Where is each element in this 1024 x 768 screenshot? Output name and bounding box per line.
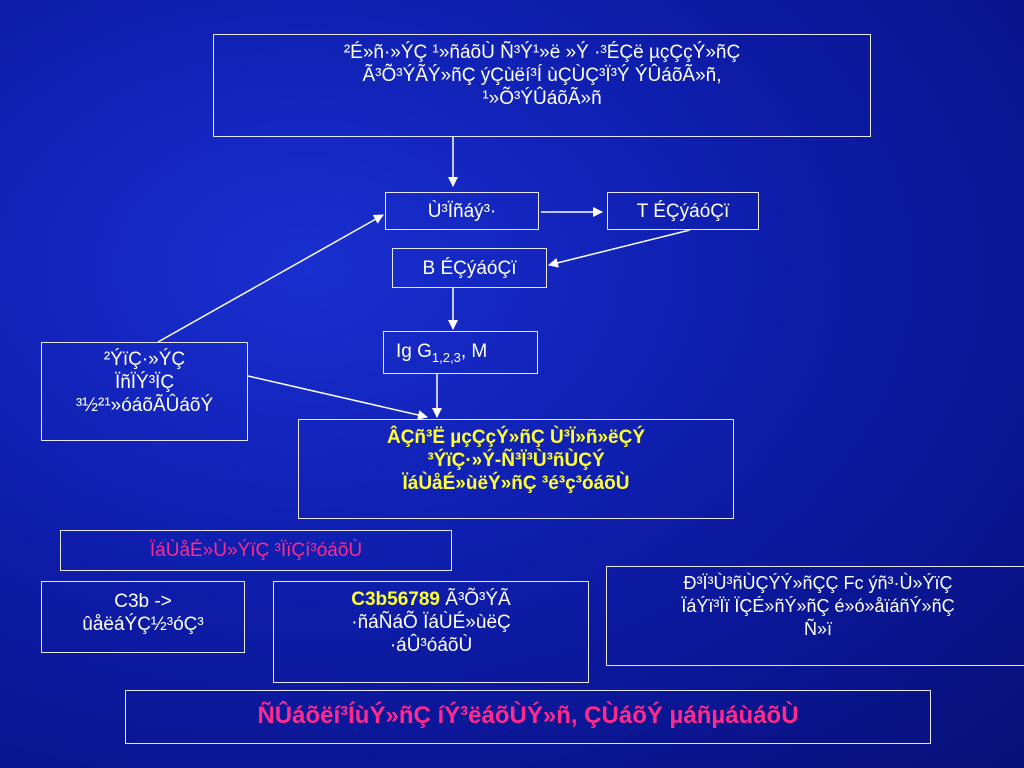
top-line-3: ¹»Õ³ÝÛáõÃ»ñ [482,88,602,109]
ig-prefix: Ig G [396,341,432,362]
fc-line-2: ÏáÝï³Ïï ÏÇÉ»ñÝ»ñÇ é»ó»åïáñÝ»ñÇ [681,596,955,616]
complex-line-2: ³ÝïÇ·»Ý-Ñ³Ï³Ù³ñÙÇÝ [427,450,605,471]
t-lymphocyte-label: T ÉÇýáóÇï [636,201,730,222]
b-lymphocyte-box: B ÉÇýáóÇï [392,248,547,288]
tissue-damage-label: ÑÛáõëí³ÍùÝ»ñÇ íÝ³ëáõÙÝ»ñ, ÇÙáõÝ µáñµáùáõ… [257,702,799,729]
fc-receptor-box: Ð³Ï³Ù³ñÙÇÝÝ»ñÇÇ Fc ýñ³·Ù»ÝïÇ ÏáÝï³Ïï ÏÇÉ… [606,566,1024,666]
complement-activation-label: ÏáÙåÉ»Ù»ÝïÇ ³ÏïÇí³óáõÙ [149,540,363,561]
macrophage-box: Ù³Ïñáý³· [385,192,539,230]
c3b56789-box: C3b56789 Ã³Õ³ÝÃ ·ñáÑáÕ ÏáÙÉ»ùëÇ ·áÛ³óáõÙ [273,581,589,683]
antigen-line-3: ³½²¹»óáõÃÛáõÝ [75,395,214,416]
tissue-damage-box: ÑÛáõëí³ÍùÝ»ñÇ íÝ³ëáõÙÝ»ñ, ÇÙáõÝ µáñµáùáõ… [125,690,931,744]
top-line-2: Ã³Õ³ÝÃÝ»ñÇ ýÇùëí³Í ùÇÙÇ³Ï³Ý ÝÛáõÃ»ñ, [362,65,722,86]
arrow-t-cell-to-b-cell [548,229,691,268]
c3b-opsonization-box: C3b -> ûåëáÝÇ½³óÇ³ [41,581,245,653]
fc-line-1: Ð³Ï³Ù³ñÙÇÝÝ»ñÇÇ Fc ýñ³·Ù»ÝïÇ [683,573,953,593]
antigen-line-2: ÏñÏÝ³ÏÇ [114,372,175,393]
arrow-antigen-to-center [157,214,384,343]
c3b56789-line-1-rest: Ã³Õ³ÝÃ [440,589,511,610]
complex-line-1: ÂÇñ³Ë µçÇçÝ»ñÇ Ù³Ï»ñ»ëÇÝ [386,427,645,448]
ig-subscript: 1,2,3 [431,349,461,365]
antigen-line-1: ²ÝïÇ·»ÝÇ [103,349,186,370]
arrow-antigen-to-complex [247,375,428,420]
t-lymphocyte-box: T ÉÇýáóÇï [607,192,759,230]
immune-complex-box: ÂÇñ³Ë µçÇçÝ»ñÇ Ù³Ï»ñ»ëÇÝ ³ÝïÇ·»Ý-Ñ³Ï³Ù³ñ… [298,419,734,519]
top-line-1: ²É»ñ·»ÝÇ ¹»ñáõÙ Ñ³Ý¹»ë »Ý ·³ÉÇë µçÇçÝ»ñÇ [343,42,741,63]
c3b-line-2: ûåëáÝÇ½³óÇ³ [82,614,204,635]
complex-line-3: ÏáÙåÉ»ùëÝ»ñÇ ³é³ç³óáõÙ [402,473,630,494]
antigen-box: ²ÝïÇ·»ÝÇ ÏñÏÝ³ÏÇ ³½²¹»óáõÃÛáõÝ [41,342,248,441]
c3b56789-highlight: C3b56789 [351,589,440,610]
immunoglobulin-box: Ig G1,2,3, M [383,331,538,374]
macrophage-label: Ù³Ïñáý³· [427,201,497,222]
complement-activation-box: ÏáÙåÉ»Ù»ÝïÇ ³ÏïÇí³óáõÙ [60,530,452,571]
c3b56789-line-3: ·áÛ³óáõÙ [389,635,473,656]
c3b56789-line-2: ·ñáÑáÕ ÏáÙÉ»ùëÇ [351,612,511,633]
top-description-box: ²É»ñ·»ÝÇ ¹»ñáõÙ Ñ³Ý¹»ë »Ý ·³ÉÇë µçÇçÝ»ñÇ… [213,34,871,137]
c3b-line-1: C3b -> [114,591,172,612]
b-lymphocyte-label: B ÉÇýáóÇï [422,258,517,279]
fc-line-3: Ñ»ï [803,619,832,639]
ig-suffix: , M [460,341,488,362]
